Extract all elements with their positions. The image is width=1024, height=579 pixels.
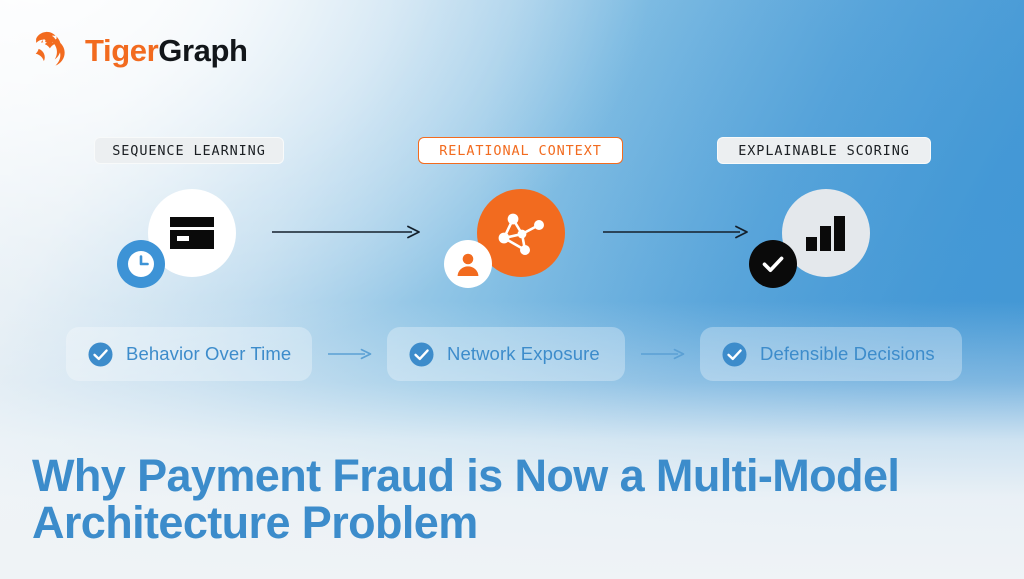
outcome-pill-label: Defensible Decisions bbox=[760, 343, 935, 364]
person-icon bbox=[457, 253, 479, 276]
stage-badge-sequence-learning: SEQUENCE LEARNING bbox=[94, 137, 284, 164]
outcome-pill-behavior-over-time[interactable]: Behavior Over Time bbox=[66, 327, 312, 381]
tigergraph-logo[interactable]: TigerGraph bbox=[30, 27, 248, 73]
outcome-pill-network-exposure[interactable]: Network Exposure bbox=[387, 327, 625, 381]
logo-word-graph: Graph bbox=[158, 32, 248, 68]
check-circle-icon bbox=[722, 341, 747, 367]
stage-badge-relational-context: RELATIONAL CONTEXT bbox=[418, 137, 623, 164]
stage-icons-relational-context bbox=[437, 185, 571, 297]
bar-chart-icon bbox=[806, 216, 845, 251]
page-title-line-1: Why Payment Fraud is Now a Multi-Model bbox=[32, 450, 900, 501]
logo-word-tiger: Tiger bbox=[85, 32, 159, 68]
outcome-pill-label: Behavior Over Time bbox=[126, 343, 292, 364]
arrow-right-icon bbox=[327, 348, 371, 360]
check-circle-icon bbox=[409, 341, 434, 367]
outcome-pill-row: Behavior Over Time Network Exposure bbox=[66, 327, 962, 381]
clock-icon bbox=[128, 251, 154, 277]
outcome-pill-defensible-decisions[interactable]: Defensible Decisions bbox=[700, 327, 962, 381]
icon-connector-arrow-2 bbox=[603, 225, 748, 239]
outcome-pill-label: Network Exposure bbox=[447, 343, 600, 364]
clock-disc bbox=[117, 240, 165, 288]
icon-connector-arrow-1 bbox=[272, 225, 420, 239]
page-title: Why Payment Fraud is Now a Multi-Model A… bbox=[32, 452, 962, 547]
stage-badge-explainable-scoring: EXPLAINABLE SCORING bbox=[717, 137, 931, 164]
credit-card-icon bbox=[170, 217, 214, 249]
stage-icons-sequence-learning bbox=[112, 185, 242, 297]
check-circle-icon bbox=[88, 341, 113, 367]
check-disc bbox=[749, 240, 797, 288]
page-title-line-2: Architecture Problem bbox=[32, 497, 478, 549]
stage-icons-explainable-scoring bbox=[742, 185, 876, 297]
arrow-right-icon bbox=[640, 348, 684, 360]
network-graph-icon bbox=[498, 213, 544, 255]
logo-wordmark: TigerGraph bbox=[85, 35, 248, 66]
tiger-head-icon bbox=[35, 31, 65, 66]
check-icon bbox=[762, 256, 784, 272]
pill-connector-2 bbox=[625, 347, 700, 361]
pill-connector-1 bbox=[312, 347, 387, 361]
person-disc bbox=[444, 240, 492, 288]
